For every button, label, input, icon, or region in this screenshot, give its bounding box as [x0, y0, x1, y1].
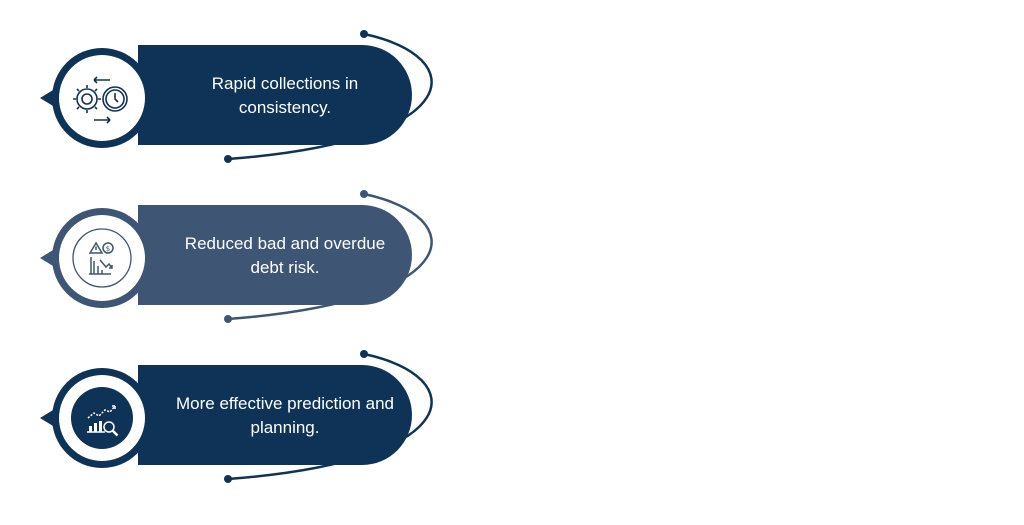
gear-clock-cycle-icon: [70, 68, 132, 130]
icon-disc: [59, 55, 145, 141]
outer-arc: [227, 192, 433, 321]
benefit-text: Reduced bad and overdue debt risk.: [184, 234, 386, 277]
arc-start-dot: [224, 155, 232, 163]
benefit-card-risk: $ Reduced bad and overdue debt risk.: [0, 186, 440, 326]
benefit-text: Rapid collections in consistency.: [211, 74, 359, 117]
arc-start-dot: [224, 315, 232, 323]
arc-end-dot: [360, 350, 368, 358]
risk-chart-dollar-icon: $: [70, 228, 132, 290]
icon-inner-ring: [72, 228, 132, 288]
icon-disc: [59, 215, 145, 301]
benefit-text: More effective prediction and planning.: [176, 394, 394, 437]
benefit-card-collections: Rapid collections in consistency.: [0, 26, 440, 166]
outer-arc: [227, 32, 433, 161]
icon-inner-disc: [71, 387, 133, 449]
benefit-card-prediction: More effective prediction and planning.: [0, 346, 440, 486]
arc-end-dot: [360, 30, 368, 38]
card-shape: [40, 190, 433, 323]
arc-start-dot: [224, 475, 232, 483]
label-pill: [138, 45, 412, 145]
label-pill: [138, 205, 412, 305]
svg-text:$: $: [106, 245, 110, 253]
label-pill: [138, 365, 412, 465]
card-shape: [40, 30, 433, 163]
outer-arc: [227, 352, 433, 481]
card-shape: [40, 350, 433, 483]
arc-end-dot: [360, 190, 368, 198]
analytics-magnifier-icon: [70, 388, 132, 450]
